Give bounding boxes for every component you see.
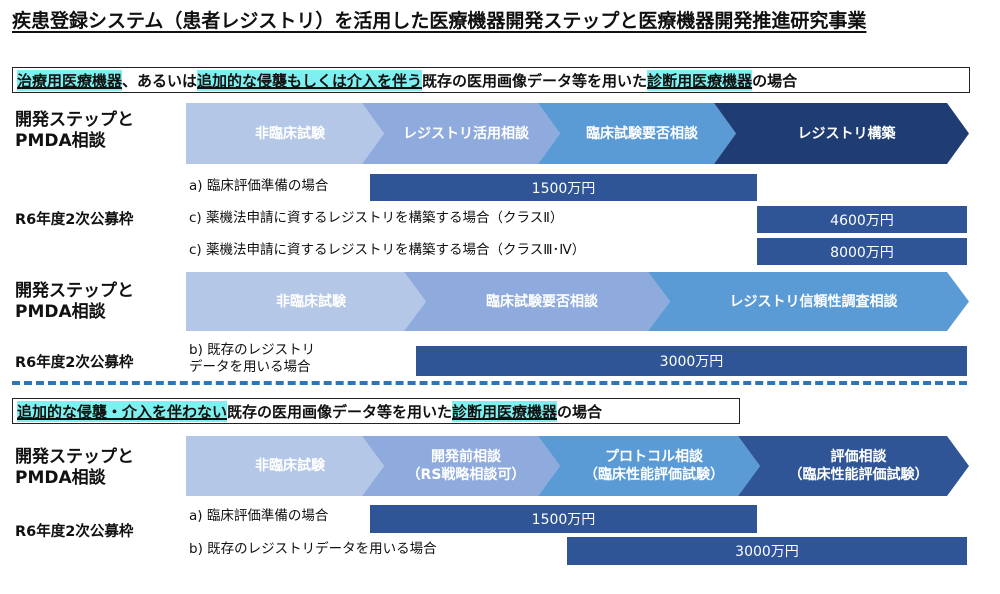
- case-c3-label: c) 薬機法申請に資するレジストリを構築する場合（クラスⅢ･Ⅳ）: [189, 242, 586, 258]
- step-registry-consult: レジストリ活用相談: [362, 103, 560, 164]
- case-b-amount-bar-2: 3000万円: [567, 537, 967, 565]
- step-nonclinical: 非臨床試験: [186, 103, 384, 164]
- step-protocol-consult: プロトコル相談 （臨床性能評価試験）: [538, 436, 760, 496]
- case-c2-amount-bar: 4600万円: [757, 206, 967, 233]
- condition-banner-2: 追加的な侵襲・介入を伴わない既存の医用画像データ等を用いた診断用医療機器の場合: [12, 398, 740, 424]
- step-evaluation-consult: 評価相談 （臨床性能評価試験）: [738, 436, 969, 496]
- highlight-text: 追加的な侵襲もしくは介入を伴う: [197, 69, 423, 91]
- fund-label-2: R6年度2次公募枠: [15, 355, 134, 371]
- case-a-amount-bar-2: 1500万円: [370, 505, 757, 533]
- page-title: 疾患登録システム（患者レジストリ）を活用した医療機器開発ステップと医療機器開発推…: [12, 10, 867, 32]
- dev-step-label-1: 開発ステップと PMDA相談: [15, 110, 134, 151]
- case-c3-amount-bar: 8000万円: [757, 238, 967, 265]
- fund-label-1: R6年度2次公募枠: [15, 212, 134, 228]
- section-divider: [12, 381, 967, 385]
- condition-text: の場合: [557, 402, 603, 421]
- condition-text: 既存の医用画像データ等を用いた: [227, 402, 453, 421]
- dev-step-label-2: 開発ステップと PMDA相談: [15, 281, 134, 322]
- condition-banner-1: 治療用医療機器、あるいは追加的な侵襲もしくは介入を伴う既存の医用画像データ等を用…: [12, 67, 970, 93]
- case-b-label: b) 既存のレジストリ データを用いる場合: [189, 342, 316, 375]
- case-b-amount-bar: 3000万円: [416, 346, 967, 376]
- step-clinical-trial-necessity-b: 臨床試験要否相談: [404, 272, 670, 331]
- condition-text: 既存の医用画像データ等を用いた: [422, 71, 648, 90]
- fund-label-3: R6年度2次公募枠: [15, 524, 134, 540]
- dev-step-label-3: 開発ステップと PMDA相談: [15, 447, 134, 488]
- step-nonclinical-b: 非臨床試験: [186, 272, 426, 331]
- step-registry-build: レジストリ構築: [714, 103, 969, 164]
- highlight-text: 治療用医療機器: [17, 69, 123, 91]
- case-a-amount-bar: 1500万円: [370, 174, 757, 201]
- highlight-text: 追加的な侵襲・介入を伴わない: [17, 400, 228, 422]
- highlight-text: 診断用医療機器: [452, 400, 558, 422]
- case-b-label-2: b) 既存のレジストリデータを用いる場合: [189, 541, 437, 557]
- condition-text: の場合: [752, 71, 798, 90]
- case-c2-label: c) 薬機法申請に資するレジストリを構築する場合（クラスⅡ）: [189, 210, 564, 226]
- step-clinical-trial-necessity: 臨床試験要否相談: [538, 103, 736, 164]
- step-pre-dev-consult: 開発前相談 （RS戦略相談可）: [362, 436, 560, 496]
- highlight-text: 診断用医療機器: [647, 69, 753, 91]
- step-nonclinical-2: 非臨床試験: [186, 436, 384, 496]
- case-a-label: a) 臨床評価準備の場合: [189, 178, 329, 194]
- step-registry-reliability: レジストリ信頼性調査相談: [648, 272, 969, 331]
- case-a-label-2: a) 臨床評価準備の場合: [189, 508, 329, 524]
- condition-text: 、あるいは: [122, 71, 198, 90]
